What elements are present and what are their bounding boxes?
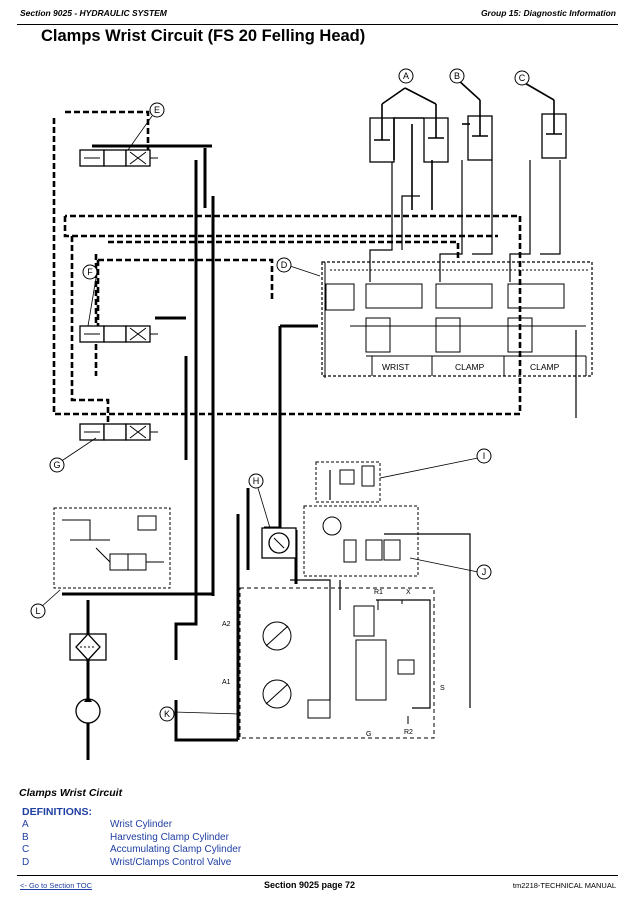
toc-link[interactable]: <- Go to Section TOC [20,881,93,890]
svg-text:B: B [454,71,460,81]
svg-text:G: G [53,460,60,470]
svg-text:K: K [164,709,170,719]
callout-j: J [476,564,492,580]
port-label-a2: A2 [222,621,231,628]
header-divider [17,24,618,25]
hydraulic-schematic: A B C D E F G H I J K L WRIST CLAMP CLAM… [30,68,593,760]
port-label-r2: R2 [404,729,413,736]
callout-h: H [248,473,264,489]
svg-text:J: J [482,567,487,577]
definition-value: Harvesting Clamp Cylinder [110,831,229,843]
callout-k: K [159,706,175,722]
definition-row: B Harvesting Clamp Cylinder [22,832,422,845]
definition-row: C Accumulating Clamp Cylinder [22,844,422,857]
definition-value: Wrist Cylinder [110,819,173,830]
valve-label-clamp-accumulating: CLAMP [530,362,560,372]
svg-text:A: A [403,71,409,81]
svg-text:D: D [281,260,288,270]
definition-key: C [22,844,30,856]
valve-label-wrist: WRIST [382,362,409,372]
footer-divider [17,875,618,876]
page-title: Clamps Wrist Circuit (FS 20 Felling Head… [41,27,366,45]
definitions-heading: DEFINITIONS: [22,806,92,818]
svg-text:I: I [483,451,486,461]
section-header: Section 9025 - HYDRAULIC SYSTEM [20,8,167,18]
callout-e: E [149,102,165,118]
definition-row: A Wrist Cylinder [22,819,422,832]
port-label-g: G [366,731,371,738]
callout-a: A [398,68,414,84]
callout-c: C [514,70,530,86]
manual-id: tm2218-TECHNICAL MANUAL [512,881,616,890]
svg-text:E: E [154,105,160,115]
callout-f: F [82,264,98,280]
svg-text:H: H [253,476,260,486]
definition-value: Wrist/Clamps Control Valve [110,857,232,869]
valve-label-clamp-harvesting: CLAMP [455,362,485,372]
definition-key: A [22,819,29,830]
definition-row: D Wrist/Clamps Control Valve [22,857,422,870]
port-label-x: X [406,589,411,596]
callout-b: B [449,68,465,84]
page-number: Section 9025 page 72 [264,880,356,890]
callout-d: D [276,257,292,273]
svg-text:F: F [87,267,93,277]
svg-text:L: L [35,606,40,616]
port-label-a1: A1 [222,679,231,686]
callout-i: I [476,448,492,464]
definition-value: Accumulating Clamp Cylinder [110,844,242,856]
figure-caption: Clamps Wrist Circuit [19,787,123,799]
callout-g: G [49,457,65,473]
svg-text:C: C [519,73,526,83]
port-label-s: S [440,685,445,692]
group-header: Group 15: Diagnostic Information [480,8,616,18]
callout-l: L [30,603,46,619]
definitions-list: A Wrist Cylinder B Harvesting Clamp Cylind… [22,819,422,870]
definition-key: D [22,857,30,869]
port-label-r1: R1 [374,589,383,596]
definition-key: B [22,831,29,843]
